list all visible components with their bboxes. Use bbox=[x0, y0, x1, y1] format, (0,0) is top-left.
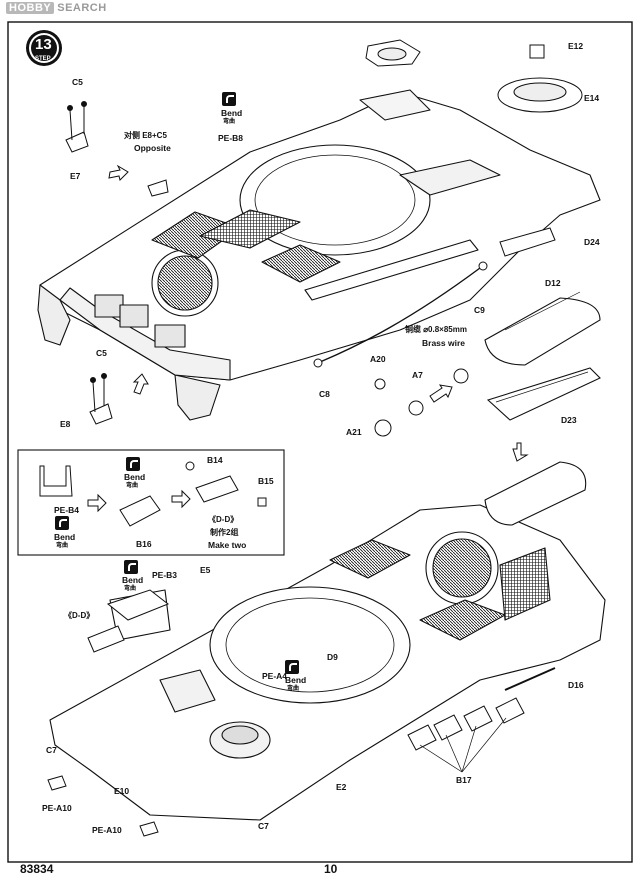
inset-parts bbox=[39, 461, 267, 527]
label-e7: E7 bbox=[70, 171, 81, 181]
label-e5: E5 bbox=[200, 565, 211, 575]
label-e8: E8 bbox=[60, 419, 71, 429]
label-e12: E12 bbox=[568, 41, 584, 51]
label-c8: C8 bbox=[319, 389, 330, 399]
label-opposite-cn: 对侧 E8+C5 bbox=[124, 131, 167, 140]
watermark-text: SEARCH bbox=[57, 2, 107, 14]
part-hatch-top bbox=[365, 39, 421, 67]
label-brass: Brass wire bbox=[422, 338, 465, 348]
label-pe-b3: PE-B3 bbox=[152, 570, 178, 580]
part-pe-a10-a bbox=[47, 775, 67, 791]
step-badge bbox=[26, 30, 62, 66]
label-pe-b8: PE-B8 bbox=[218, 133, 244, 143]
label-bend-pe-b4: Bend bbox=[54, 532, 76, 542]
part-d24 bbox=[499, 227, 556, 257]
label-e10: E10 bbox=[114, 786, 130, 796]
label-opposite: Opposite bbox=[134, 143, 171, 153]
label-pe-b4: PE-B4 bbox=[54, 505, 80, 515]
page-frame bbox=[7, 21, 633, 863]
parts-a-small bbox=[374, 368, 469, 437]
part-b17-hooks bbox=[407, 697, 525, 751]
footer-code: 83834 bbox=[20, 862, 54, 876]
label-make-two: Make two bbox=[208, 540, 247, 550]
brass-wire bbox=[319, 267, 481, 363]
label-bend-inset: Bend bbox=[124, 472, 146, 482]
label-brass-cn: 铜缆 ⌀0.8×85mm bbox=[405, 325, 467, 334]
label-d24: D24 bbox=[584, 237, 600, 247]
watermark-logo: HOBBY bbox=[6, 2, 55, 14]
direction-arrows bbox=[108, 164, 529, 462]
label-d12: D12 bbox=[545, 278, 561, 288]
part-e8 bbox=[89, 373, 113, 425]
label-bend: Bend bbox=[221, 108, 243, 118]
label-d9: D9 bbox=[327, 652, 338, 662]
label-c7-left: C7 bbox=[46, 745, 57, 755]
label-pe-a4: PE-A4 bbox=[262, 671, 288, 681]
bend-icon bbox=[285, 660, 299, 674]
part-pe-b3 bbox=[106, 589, 169, 621]
label-b15: B15 bbox=[258, 476, 274, 486]
label-a7: A7 bbox=[412, 370, 423, 380]
label-d16: D16 bbox=[568, 680, 584, 690]
label-make-two-cn: 制作2组 bbox=[210, 528, 239, 537]
b17-leaders bbox=[419, 717, 507, 773]
label-pe-a10-a: PE-A10 bbox=[42, 803, 72, 813]
label-pe-a10-b: PE-A10 bbox=[92, 825, 122, 835]
page-number: 10 bbox=[324, 862, 338, 876]
label-bend-pe-b3-cn: 弯曲 bbox=[124, 586, 137, 592]
label-bend-pe-a4-cn: 弯曲 bbox=[287, 686, 300, 692]
inset-arrows bbox=[87, 489, 191, 513]
label-bend-cn: 弯曲 bbox=[223, 119, 236, 125]
label-c5-low: C5 bbox=[96, 348, 107, 358]
hull-bottom bbox=[49, 461, 606, 821]
label-bend-inset-cn: 弯曲 bbox=[126, 483, 139, 489]
label-b14: B14 bbox=[207, 455, 223, 465]
label-bend-pe-b4-cn: 弯曲 bbox=[56, 543, 69, 549]
part-pe-a10-b bbox=[139, 821, 159, 837]
label-bend-pe-a4: Bend bbox=[285, 675, 307, 685]
part-e14-hatch bbox=[497, 44, 583, 113]
part-dd-assembly bbox=[87, 625, 125, 653]
label-bend-pe-b3: Bend bbox=[122, 575, 144, 585]
step-number: 13 bbox=[35, 36, 52, 53]
label-a20: A20 bbox=[370, 354, 386, 364]
part-opposite bbox=[147, 179, 169, 197]
label-c9: C9 bbox=[474, 305, 485, 315]
label-c5-top: C5 bbox=[72, 77, 83, 87]
part-d12-cover bbox=[484, 291, 601, 366]
label-b16: B16 bbox=[136, 539, 152, 549]
label-e14: E14 bbox=[584, 93, 600, 103]
label-b17: B17 bbox=[456, 775, 472, 785]
hull-top bbox=[37, 89, 601, 421]
label-d23: D23 bbox=[561, 415, 577, 425]
part-d23-tray bbox=[486, 367, 601, 421]
bend-icon bbox=[55, 516, 69, 530]
part-e7 bbox=[65, 101, 89, 153]
label-dd: 《D-D》 bbox=[208, 515, 239, 524]
label-c7-bottom: C7 bbox=[258, 821, 269, 831]
bend-icon bbox=[126, 457, 140, 471]
label-dd2: 《D-D》 bbox=[64, 611, 95, 620]
bend-icon bbox=[124, 560, 138, 574]
part-d16 bbox=[504, 667, 556, 691]
label-a21: A21 bbox=[346, 427, 362, 437]
step-word: STEP bbox=[35, 56, 51, 62]
bend-icon bbox=[222, 92, 236, 106]
label-e2: E2 bbox=[336, 782, 347, 792]
